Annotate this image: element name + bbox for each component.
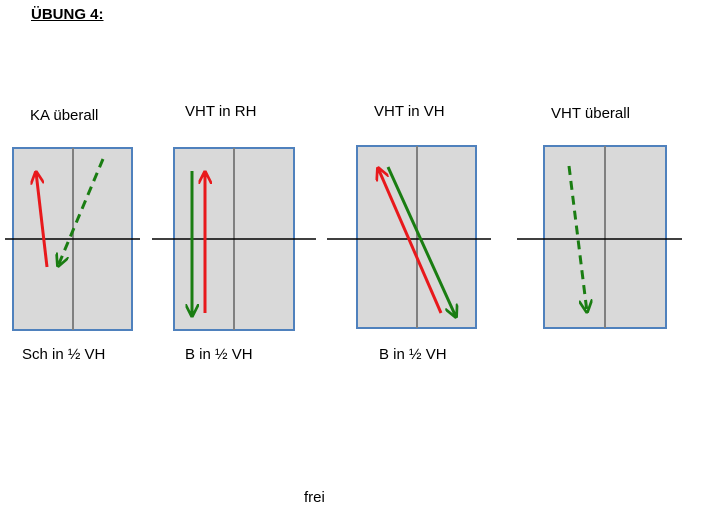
footer-label: frei <box>304 489 325 506</box>
red-arrow <box>36 172 49 268</box>
panel-3-bottom-label: B in ½ VH <box>379 346 447 363</box>
green-arrow <box>386 166 456 317</box>
panel-4-top-label: VHT überall <box>551 105 630 122</box>
panel-1-court <box>5 147 140 331</box>
red-arrow <box>378 168 443 314</box>
green-dashed-arrow <box>567 165 587 312</box>
panel-3-top-label: VHT in VH <box>374 103 445 120</box>
panel-2-top-label: VHT in RH <box>185 103 257 120</box>
panel-2-bottom-label: B in ½ VH <box>185 346 253 363</box>
panel-3-court <box>327 145 491 329</box>
exercise-title: ÜBUNG 4: <box>31 6 104 23</box>
green-dashed-arrow <box>58 158 105 266</box>
panel-1-bottom-label: Sch in ½ VH <box>22 346 106 363</box>
panel-4-court <box>517 145 682 329</box>
panel-1-top-label: KA überall <box>30 107 99 124</box>
panel-2-court <box>152 147 316 331</box>
